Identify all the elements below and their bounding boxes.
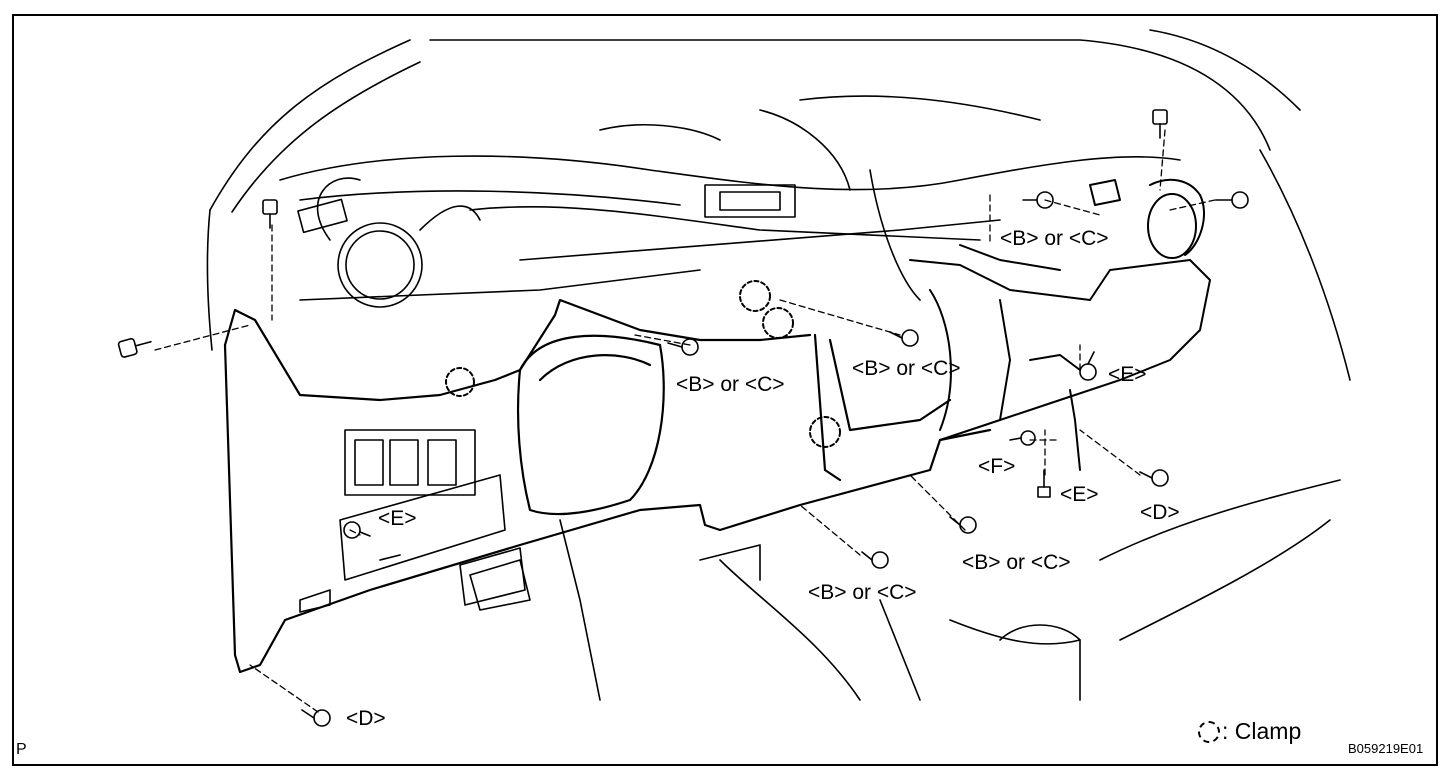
label-e: <E> [378, 507, 417, 530]
bolt-icon [262, 199, 278, 229]
bolt-icon [1009, 430, 1036, 446]
dashed-circle-icon [1198, 720, 1220, 743]
label-b-or-c: <B> or <C> [852, 357, 961, 380]
clamp-legend: : Clamp [1198, 718, 1301, 745]
clamp-legend-label: : Clamp [1222, 718, 1302, 744]
diagram-frame [12, 14, 1438, 766]
bolt-icon [343, 521, 371, 539]
label-d: <D> [1140, 501, 1180, 524]
label-f: <F> [978, 455, 1016, 478]
bolt-icon [117, 338, 152, 358]
label-b-or-c: <B> or <C> [676, 373, 785, 396]
bolt-icon [1215, 191, 1249, 209]
floor-console [469, 479, 1341, 701]
bolt-icon [301, 709, 331, 727]
figure-code: B059219E01 [1348, 741, 1424, 756]
bolt-icon [889, 329, 919, 347]
corner-mark: P [16, 741, 27, 758]
label-b-or-c: <B> or <C> [962, 551, 1071, 574]
bolt-icon [1139, 469, 1169, 487]
bolt-icon [1152, 109, 1168, 139]
dashboard-upper [279, 95, 1181, 301]
clamp-markers [445, 280, 841, 448]
label-b-or-c: <B> or <C> [808, 581, 917, 604]
switch-panel [299, 429, 526, 613]
bolt-icon [861, 551, 889, 569]
bolt-icon [949, 516, 977, 534]
bolt-icon [667, 338, 699, 356]
label-b-or-c: <B> or <C> [1000, 227, 1109, 250]
leader-lines [154, 129, 1216, 713]
center-reinforcement [909, 178, 1211, 471]
lower-left-panel [223, 298, 992, 674]
fasteners [117, 109, 1249, 727]
bolt-icon [1022, 191, 1054, 209]
label-e: <E> [1060, 483, 1099, 506]
steering-column [297, 177, 481, 308]
label-d: <D> [346, 707, 386, 730]
bolt-icon [1037, 469, 1051, 498]
bolt-icon [1079, 351, 1097, 381]
label-e: <E> [1108, 363, 1147, 386]
windshield-outline [206, 29, 1351, 381]
